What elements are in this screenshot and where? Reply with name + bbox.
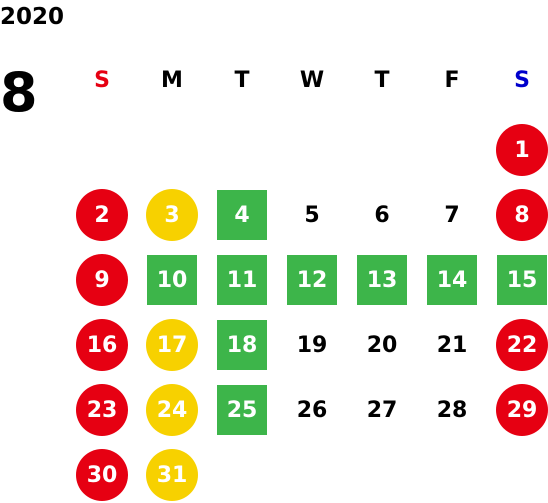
day-number: 25 xyxy=(226,397,258,423)
day-21[interactable]: 21 xyxy=(426,319,478,371)
day-13[interactable]: 13 xyxy=(356,254,408,306)
day-1[interactable]: 1 xyxy=(496,124,548,176)
weekday-wednesday: W xyxy=(299,68,325,93)
day-10[interactable]: 10 xyxy=(146,254,198,306)
day-17[interactable]: 17 xyxy=(146,319,198,371)
weekday-tuesday: T xyxy=(234,68,250,93)
day-number: 8 xyxy=(514,202,530,228)
day-number: 24 xyxy=(156,397,188,423)
day-number: 16 xyxy=(86,332,118,358)
day-26[interactable]: 26 xyxy=(286,384,338,436)
day-24[interactable]: 24 xyxy=(146,384,198,436)
day-28[interactable]: 28 xyxy=(426,384,478,436)
day-number: 10 xyxy=(156,267,188,293)
day-number: 20 xyxy=(366,332,398,358)
month-number: 8 xyxy=(0,61,38,124)
weekday-saturday: S xyxy=(514,68,530,93)
day-30[interactable]: 30 xyxy=(76,449,128,501)
day-29[interactable]: 29 xyxy=(496,384,548,436)
day-18[interactable]: 18 xyxy=(216,319,268,371)
weekday-friday: F xyxy=(444,68,460,93)
day-number: 30 xyxy=(86,462,118,488)
day-4[interactable]: 4 xyxy=(216,189,268,241)
day-3[interactable]: 3 xyxy=(146,189,198,241)
day-7[interactable]: 7 xyxy=(426,189,478,241)
day-11[interactable]: 11 xyxy=(216,254,268,306)
day-20[interactable]: 20 xyxy=(356,319,408,371)
day-number: 31 xyxy=(156,462,188,488)
year-label: 2020 xyxy=(0,4,65,30)
day-number: 28 xyxy=(436,397,468,423)
day-14[interactable]: 14 xyxy=(426,254,478,306)
day-number: 1 xyxy=(514,137,530,163)
day-number: 5 xyxy=(304,202,320,228)
day-number: 11 xyxy=(226,267,258,293)
day-number: 14 xyxy=(436,267,468,293)
day-22[interactable]: 22 xyxy=(496,319,548,371)
day-number: 17 xyxy=(156,332,188,358)
day-number: 27 xyxy=(366,397,398,423)
day-number: 18 xyxy=(226,332,258,358)
day-19[interactable]: 19 xyxy=(286,319,338,371)
day-number: 23 xyxy=(86,397,118,423)
day-number: 12 xyxy=(296,267,328,293)
day-9[interactable]: 9 xyxy=(76,254,128,306)
day-number: 6 xyxy=(374,202,390,228)
day-number: 22 xyxy=(506,332,538,358)
day-31[interactable]: 31 xyxy=(146,449,198,501)
day-8[interactable]: 8 xyxy=(496,189,548,241)
day-number: 29 xyxy=(506,397,538,423)
weekday-sunday: S xyxy=(94,68,110,93)
day-number: 26 xyxy=(296,397,328,423)
day-5[interactable]: 5 xyxy=(286,189,338,241)
weekday-thursday: T xyxy=(374,68,390,93)
day-number: 7 xyxy=(444,202,460,228)
day-number: 13 xyxy=(366,267,398,293)
day-number: 3 xyxy=(164,202,180,228)
day-number: 9 xyxy=(94,267,110,293)
day-25[interactable]: 25 xyxy=(216,384,268,436)
day-2[interactable]: 2 xyxy=(76,189,128,241)
day-number: 21 xyxy=(436,332,468,358)
day-6[interactable]: 6 xyxy=(356,189,408,241)
day-12[interactable]: 12 xyxy=(286,254,338,306)
day-15[interactable]: 15 xyxy=(496,254,548,306)
day-23[interactable]: 23 xyxy=(76,384,128,436)
day-number: 19 xyxy=(296,332,328,358)
day-27[interactable]: 27 xyxy=(356,384,408,436)
day-number: 4 xyxy=(234,202,250,228)
day-number: 15 xyxy=(506,267,538,293)
weekday-monday: M xyxy=(161,68,183,93)
day-16[interactable]: 16 xyxy=(76,319,128,371)
day-number: 2 xyxy=(94,202,110,228)
